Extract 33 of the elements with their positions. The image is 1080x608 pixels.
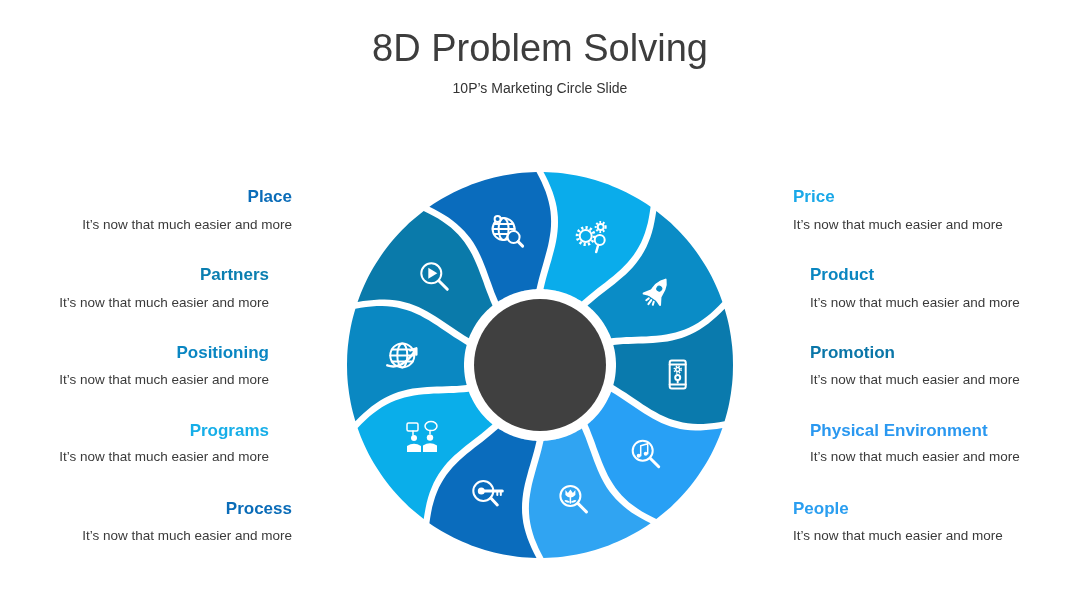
category-heading: People — [793, 499, 849, 519]
description-text: It’s now that much easier and more — [793, 528, 1003, 544]
ring-segment — [357, 210, 493, 339]
description-text: It’s now that much easier and more — [810, 295, 1020, 311]
description-text: It’s now that much easier and more — [810, 449, 1020, 465]
description-text: It’s now that much easier and more — [810, 372, 1020, 388]
subtitle: 10P’s Marketing Circle Slide — [452, 79, 628, 97]
category-heading: Partners — [200, 265, 269, 285]
description-text: It’s now that much easier and more — [59, 372, 269, 388]
category-heading: Place — [247, 187, 292, 207]
ring-segment — [528, 428, 651, 558]
title: 8D Problem Solving — [372, 26, 708, 71]
ring-segment — [613, 308, 733, 424]
ring-segment — [357, 391, 493, 520]
ring-segment — [587, 391, 723, 520]
description-text: It’s now that much easier and more — [82, 217, 292, 233]
category-heading: Positioning — [176, 343, 269, 363]
category-heading: Promotion — [810, 343, 895, 363]
description-text: It’s now that much easier and more — [793, 217, 1003, 233]
ring-segment — [587, 210, 723, 339]
ring-segment — [543, 172, 651, 302]
center-circle — [474, 299, 606, 431]
description-text: It’s now that much easier and more — [59, 295, 269, 311]
category-heading: Product — [810, 265, 875, 285]
category-heading: Price — [793, 187, 835, 207]
ring-segment — [347, 306, 467, 422]
description-text: It’s now that much easier and more — [59, 449, 269, 465]
category-heading: Physical Environment — [810, 421, 988, 441]
category-heading: Programs — [189, 421, 269, 441]
category-heading: Process — [225, 499, 292, 519]
description-text: It’s now that much easier and more — [82, 528, 292, 544]
ring-segment — [429, 428, 537, 558]
ring-segment — [429, 172, 552, 302]
